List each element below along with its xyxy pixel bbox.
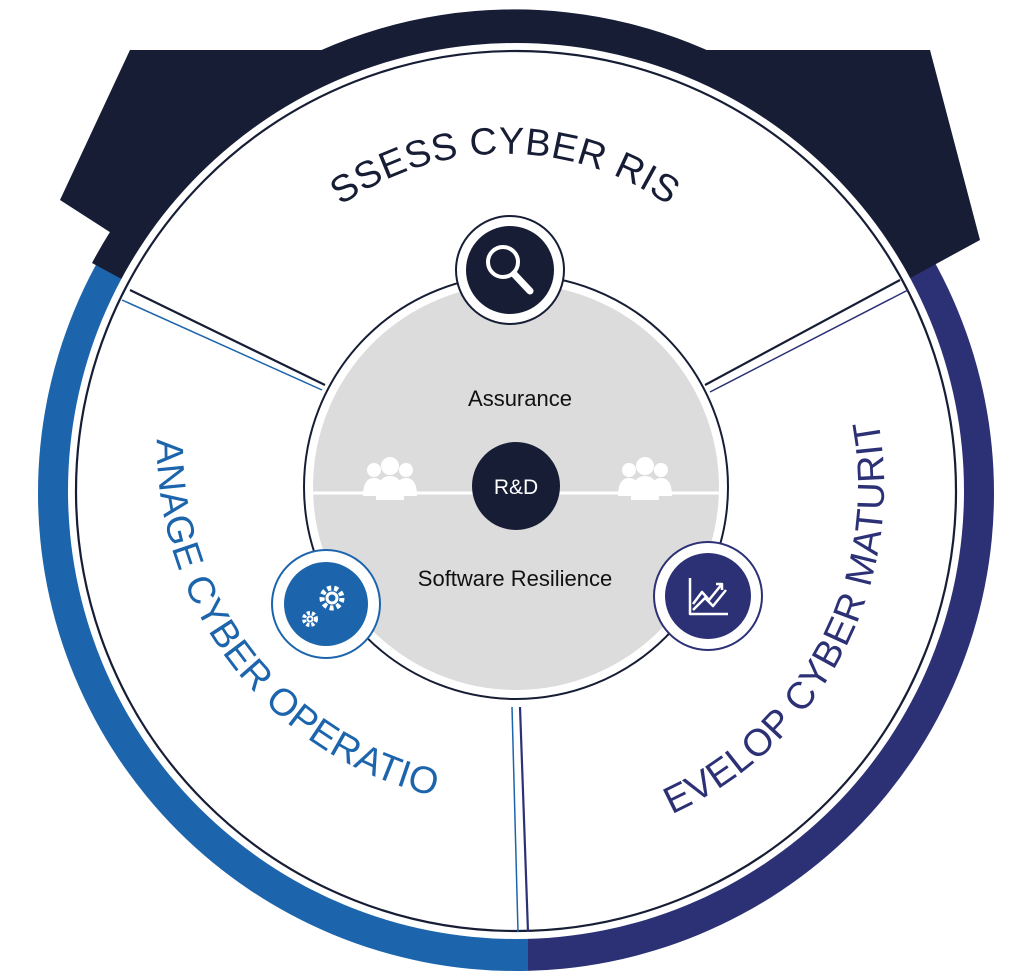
people-group-icon-right <box>618 457 672 500</box>
growth-chart-icon <box>688 578 728 616</box>
software-resilience-label: Software Resilience <box>418 566 612 591</box>
segment-outlines <box>74 49 958 933</box>
people-group-icon-left <box>363 457 417 500</box>
magnifier-icon <box>486 245 534 295</box>
rd-hub-label: R&D <box>494 476 538 499</box>
assurance-label: Assurance <box>468 386 572 411</box>
assess-icon-badge <box>466 226 554 314</box>
develop-icon-badge <box>665 553 751 639</box>
gears-icon <box>302 585 345 627</box>
rd-hub <box>472 442 560 530</box>
